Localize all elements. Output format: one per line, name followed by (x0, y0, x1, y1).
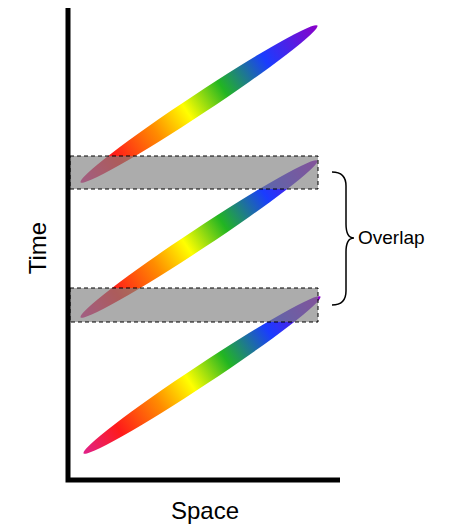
overlap-band (70, 156, 318, 189)
axes (68, 8, 340, 480)
overlap-band (70, 288, 318, 322)
axis-label: Space (171, 497, 239, 525)
bracket (332, 172, 354, 305)
bracket-label: Overlap (358, 227, 425, 249)
axis-label: Time (24, 222, 52, 274)
